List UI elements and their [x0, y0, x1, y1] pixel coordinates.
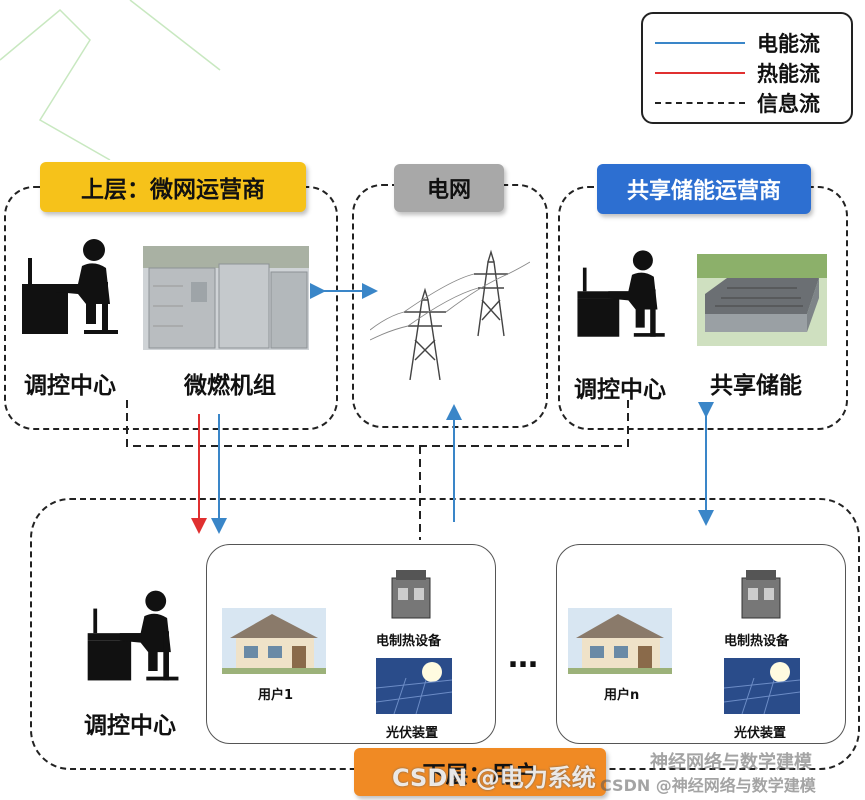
micro-turbine-photo — [143, 246, 309, 350]
house-icon — [222, 608, 326, 674]
person-at-desk-icon — [22, 239, 118, 334]
usern-house-label: 用户n — [604, 688, 640, 703]
person-at-desk-icon — [87, 590, 179, 681]
solar-panel-icon — [724, 658, 800, 714]
upper-control-label: 调控中心 — [24, 373, 116, 399]
csdn-watermark-2: CSDN @神经网络与数学建模 — [600, 776, 816, 795]
house-icon — [568, 608, 672, 674]
person-at-desk-icon — [577, 250, 665, 337]
user1-heater-label: 电制热设备 — [376, 634, 442, 649]
shared-storage-photo — [697, 254, 827, 346]
solar-panel-icon — [376, 658, 452, 714]
usern-heater-label: 电制热设备 — [724, 634, 790, 649]
storage-tag: 共享储能运营商 — [597, 164, 811, 214]
csdn-watermark: CSDN @电力系统 — [392, 764, 596, 792]
turbine-label: 微燃机组 — [184, 373, 276, 399]
legend-heat: 热能流 — [655, 58, 820, 88]
usern-pv-label: 光伏装置 — [734, 726, 787, 741]
electric-heater-icon — [391, 570, 431, 619]
legend-electric: 电能流 — [655, 28, 820, 58]
ellipsis: … — [508, 640, 538, 675]
legend-info: 信息流 — [655, 88, 820, 118]
user1-house-label: 用户1 — [258, 688, 294, 703]
user1-pv-label: 光伏装置 — [386, 726, 439, 741]
lower-control-label: 调控中心 — [84, 713, 176, 739]
decorative-lines — [0, 0, 221, 160]
grid-tag: 电网 — [394, 164, 504, 212]
legend-info-label: 信息流 — [757, 92, 820, 116]
storage-control-label: 调控中心 — [574, 377, 666, 403]
legend-heat-label: 热能流 — [757, 62, 820, 86]
legend-electric-label: 电能流 — [757, 32, 820, 56]
legend: 电能流 热能流 信息流 — [641, 12, 853, 124]
power-tower-icon — [370, 249, 530, 380]
storage-label: 共享储能 — [710, 373, 802, 399]
electric-heater-icon — [741, 570, 781, 619]
upper-layer-tag: 上层：微网运营商 — [40, 162, 306, 212]
lower-layer-tag: 下层：用户 — [354, 748, 606, 796]
wechat-watermark: 神经网络与数学建模 — [650, 752, 812, 773]
